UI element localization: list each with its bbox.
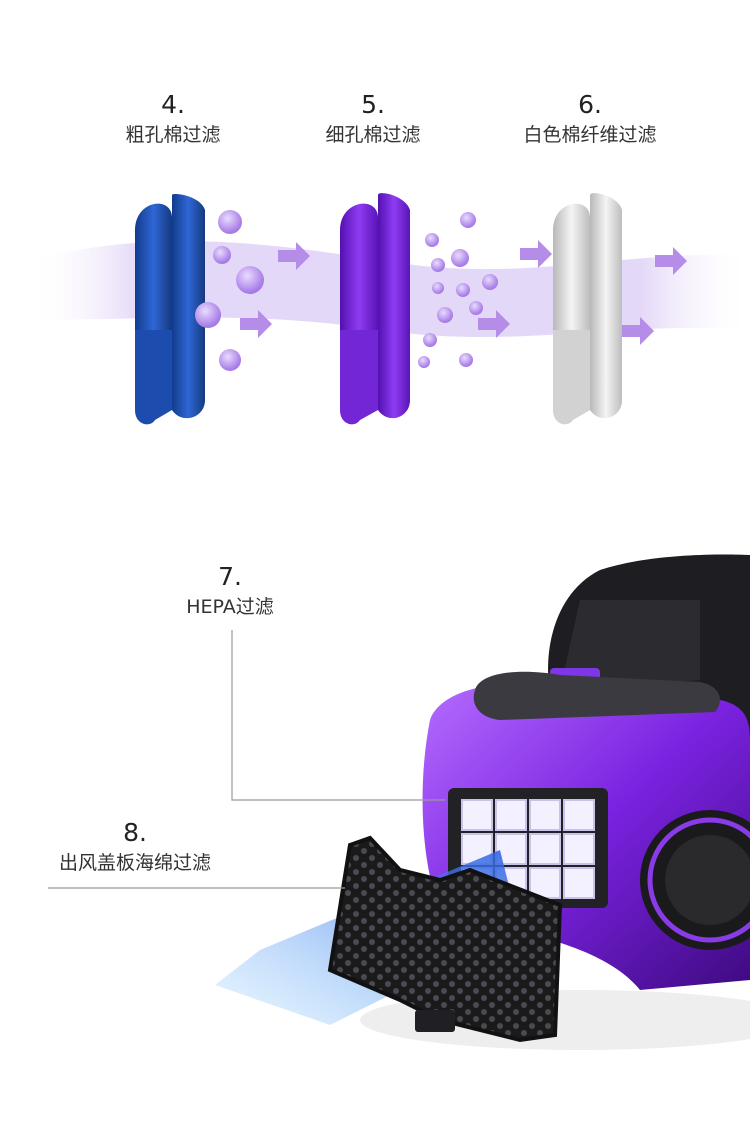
white-fiber-filter	[553, 193, 622, 425]
fine-foam-filter	[340, 193, 410, 425]
filter-step-5: 5. 细孔棉过滤	[293, 90, 453, 148]
coarse-foam-filter	[135, 193, 205, 425]
step-number: 4.	[161, 90, 185, 119]
filter-stages-illustration	[30, 193, 750, 425]
step-number: 7.	[218, 562, 242, 591]
step-label: 细孔棉过滤	[325, 124, 421, 146]
step-number: 6.	[578, 90, 602, 119]
dust-particles	[195, 210, 498, 371]
filter-step-6: 6. 白色棉纤维过滤	[500, 90, 680, 148]
step-label: 粗孔棉过滤	[125, 124, 221, 146]
step-label: 出风盖板海绵过滤	[58, 852, 211, 874]
airflow-arrows	[240, 240, 687, 345]
step-number: 8.	[123, 818, 147, 847]
filter-step-7: 7. HEPA过滤	[150, 562, 310, 620]
step-label: 白色棉纤维过滤	[523, 124, 657, 146]
step-number: 5.	[361, 90, 385, 119]
filter-step-8: 8. 出风盖板海绵过滤	[30, 818, 240, 876]
step-label: HEPA过滤	[186, 596, 274, 618]
filter-step-4: 4. 粗孔棉过滤	[93, 90, 253, 148]
